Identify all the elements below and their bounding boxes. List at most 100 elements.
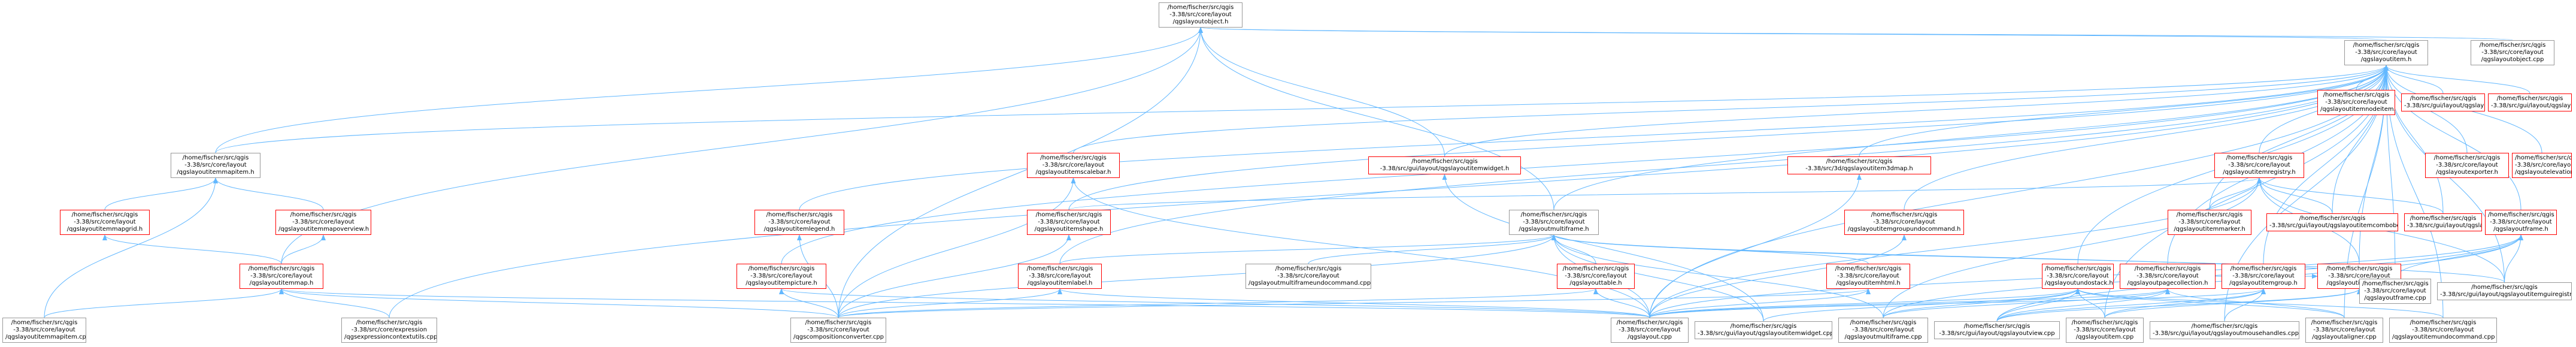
dependency-edge (2075, 288, 2345, 318)
node-line: -3.38/src/gui/layout/qgslayoutnewitempro… (2491, 102, 2571, 109)
node-line: -3.38/src/core/layout (1038, 219, 1100, 225)
node-line: /qgslayoutitemmap.h (249, 280, 314, 286)
node-line: /qgslayoutitemmapitem.h (177, 169, 254, 176)
node-qgslayoutitemregistry-h[interactable]: /home/fischer/src/qgis-3.38/src/core/lay… (2214, 153, 2304, 178)
dependency-edge (2504, 234, 2523, 283)
dependency-edge (1551, 234, 1764, 322)
node-line: /home/fischer/src/qgis (1040, 155, 1107, 161)
node-qgslayoutnewitempropertiesdialog-h[interactable]: /home/fischer/src/qgis-3.38/src/gui/layo… (2488, 93, 2572, 111)
dependency-edge (1996, 288, 2170, 322)
node-qgslayoutpagecollection-h[interactable]: /home/fischer/src/qgis-3.38/src/core/lay… (2120, 264, 2216, 289)
node-qgslayoutitemguiregistry-cpp[interactable]: /home/fischer/src/qgis-3.38/src/gui/layo… (2437, 282, 2572, 300)
dependency-edge (279, 288, 839, 318)
node-line: /home/fischer/src/qgis (2433, 155, 2501, 161)
node-line: -3.38/src/core/layout (1523, 219, 1585, 225)
node-line: /home/fischer/src/qgis (2496, 95, 2563, 102)
node-qgslayoutmultiframeundocommand-cpp[interactable]: /home/fischer/src/qgis-3.38/src/core/lay… (1245, 264, 1371, 289)
node-qgscompositionconverter-cpp[interactable]: /home/fischer/src/qgis-3.38/src/core/lay… (790, 318, 886, 343)
node-qgslayoutitemscalebar-h[interactable]: /home/fischer/src/qgis-3.38/src/core/lay… (1027, 153, 1120, 178)
dependency-edge (281, 234, 326, 264)
node-qgslayoutitemnodeitem-h[interactable]: /home/fischer/src/qgis-3.38/src/core/lay… (2317, 90, 2395, 115)
node-line: /qgslayoutframe.cpp (2364, 295, 2426, 301)
node-line: /qgslayout.cpp (1628, 334, 1672, 340)
node-qgslayoutitemgroup-h[interactable]: /home/fischer/src/qgis-3.38/src/core/lay… (2222, 264, 2305, 289)
node-qgslayoutexporter-h[interactable]: /home/fischer/src/qgis-3.38/src/core/lay… (2425, 153, 2509, 178)
node-qgslayoutitemshape-h[interactable]: /home/fischer/src/qgis-3.38/src/core/lay… (1027, 210, 1111, 235)
node-qgslayoutitem-h[interactable]: /home/fischer/src/qgis-3.38/src/core/lay… (2344, 40, 2428, 65)
node-qgslayoutobject-cpp[interactable]: /home/fischer/src/qgis-3.38/src/core/lay… (2471, 40, 2554, 65)
node-qgslayoutaligner-cpp[interactable]: /home/fischer/src/qgis-3.38/src/core/lay… (2305, 318, 2383, 343)
node-qgslayoutitemwidget-cpp[interactable]: /home/fischer/src/qgis-3.38/src/gui/layo… (1695, 321, 1832, 339)
node-line: -3.38/src/core/layout (2136, 273, 2199, 279)
node-qgslayoutitemlabel-h[interactable]: /home/fischer/src/qgis-3.38/src/core/lay… (1018, 264, 1102, 289)
dependency-edge (1073, 65, 2389, 153)
node-qgslayoutmultiframe-h[interactable]: /home/fischer/src/qgis-3.38/src/core/lay… (1509, 210, 1599, 235)
node-line: /qgslayoutmultiframeundocommand.cpp (1248, 280, 1371, 286)
node-line: /qgslayoutframe.h (2493, 226, 2548, 233)
dependency-edge (2384, 65, 2444, 94)
node-qgslayoutframe-cpp[interactable]: /home/fischer/src/qgis-3.38/src/core/lay… (2359, 279, 2431, 304)
node-qgslayoutundostack-h[interactable]: /home/fischer/src/qgis-3.38/src/core/lay… (2042, 264, 2114, 289)
node-qgslayoutframe-h[interactable]: /home/fischer/src/qgis-3.38/src/core/lay… (2485, 210, 2557, 235)
node-line: /qgslayoutitemscalebar.h (1035, 169, 1111, 176)
node-line: -3.38/src/gui/layout/qgslayoutmousehandl… (2153, 330, 2299, 337)
dependency-edge (1199, 27, 2387, 41)
node-qgslayoutitemundocommand-cpp[interactable]: /home/fischer/src/qgis-3.38/src/core/lay… (2389, 318, 2497, 343)
node-qgslayoutobject-h[interactable]: /home/fischer/src/qgis-3.38/src/core/lay… (1159, 2, 1242, 28)
node-line: /qgslayoutobject.cpp (2481, 56, 2544, 63)
node-qgslayoutelevationprofile-h[interactable]: /home/fischer/src/qgis-3.38/src/core/lay… (2512, 153, 2572, 178)
node-qgslayoutitemguiregistry-h[interactable]: /home/fischer/src/qgis-3.38/src/gui/layo… (2404, 213, 2482, 231)
node-line: -3.38/src/core/layout (807, 327, 869, 333)
dependency-edge (2104, 288, 2362, 318)
node-qgslayoutitem-cpp[interactable]: /home/fischer/src/qgis-3.38/src/core/lay… (2066, 318, 2144, 343)
node-line: /home/fischer/src/qgis (1562, 265, 1629, 272)
node-line: /qgslayoutitem.h (2360, 56, 2412, 63)
dependency-edge (838, 234, 1071, 318)
node-line: /home/fischer/src/qgis (182, 155, 249, 161)
node-line: /qgslayoutitemgroupundocommand.h (1847, 226, 1961, 233)
node-qgslayoutitem3dmap-h[interactable]: /home/fischer/src/qgis-3.38/src/3d/qgsla… (1787, 156, 1931, 174)
node-line: -3.38/src/core/layout (2355, 49, 2417, 56)
node-line: -3.38/src/core/layout (2178, 219, 2241, 225)
node-line: /home/fischer/src/qgis (2299, 215, 2366, 222)
node-line: -3.38/src/core/layout (2481, 49, 2544, 56)
dependency-edge (2384, 65, 2522, 210)
node-qgslayoutitemmapgrid-h[interactable]: /home/fischer/src/qgis-3.38/src/core/lay… (60, 210, 150, 235)
node-qgslayout-cpp[interactable]: /home/fischer/src/qgis-3.38/src/core/lay… (1611, 318, 1689, 343)
node-line: /qgslayoutelevationprofile.h (2515, 169, 2571, 176)
node-line: /qgslayoutmultiframe.h (1519, 226, 1589, 233)
node-line: /qgslayoutitemmarker.h (2174, 226, 2245, 233)
dependency-edge (1199, 27, 2513, 41)
node-qgslayoutview-cpp[interactable]: /home/fischer/src/qgis-3.38/src/gui/layo… (1934, 321, 2060, 339)
node-qgslayouttable-h[interactable]: /home/fischer/src/qgis-3.38/src/core/lay… (1557, 264, 1635, 289)
node-line: /home/fischer/src/qgis (1850, 319, 1917, 326)
node-qgslayoutitemmapitem-cpp[interactable]: /home/fischer/src/qgis-3.38/src/core/lay… (2, 318, 86, 343)
node-qgslayoutaddpagesdialog-h[interactable]: /home/fischer/src/qgis-3.38/src/gui/layo… (2401, 93, 2485, 111)
node-line: -3.38/src/core/layout (292, 219, 354, 225)
node-qgslayoutitemmapoverview-h[interactable]: /home/fischer/src/qgis-3.38/src/core/lay… (275, 210, 371, 235)
dependency-edge (1859, 65, 2389, 157)
dependency-edge (1996, 288, 2362, 322)
node-qgslayoutitemcombobox-h[interactable]: /home/fischer/src/qgis-3.38/src/gui/layo… (2266, 213, 2398, 231)
node-line: /home/fischer/src/qgis (1871, 212, 1938, 218)
node-line: /home/fischer/src/qgis (2479, 42, 2546, 49)
node-line: /home/fischer/src/qgis (2226, 155, 2293, 161)
node-line: /qgscompositionconverter.cpp (793, 334, 884, 340)
node-qgslayoutitemwidget-h[interactable]: /home/fischer/src/qgis-3.38/src/gui/layo… (1368, 156, 1521, 174)
node-qgslayoutitemlegend-h[interactable]: /home/fischer/src/qgis-3.38/src/core/lay… (754, 210, 844, 235)
dependency-edge (1551, 234, 1884, 318)
node-line: /qgslayoutitemmapgrid.h (66, 226, 143, 233)
node-qgslayoutitemmarker-h[interactable]: /home/fischer/src/qgis-3.38/src/core/lay… (2168, 210, 2251, 235)
node-qgslayoutitemgroupundocommand-h[interactable]: /home/fischer/src/qgis-3.38/src/core/lay… (1844, 210, 1964, 235)
node-qgslayoutmultiframe-cpp[interactable]: /home/fischer/src/qgis-3.38/src/core/lay… (1838, 318, 1928, 343)
dependency-edge (1442, 174, 1764, 322)
node-qgslayoutmousehandles-cpp[interactable]: /home/fischer/src/qgis-3.38/src/gui/layo… (2150, 321, 2299, 339)
dependency-edge (1649, 174, 1862, 318)
node-qgslayoutitempicture-h[interactable]: /home/fischer/src/qgis-3.38/src/core/lay… (737, 264, 826, 289)
node-qgslayoutitemmap-h[interactable]: /home/fischer/src/qgis-3.38/src/core/lay… (240, 264, 323, 289)
node-line: -3.38/src/core/expression (351, 327, 428, 333)
node-qgslayoutitemhtml-h[interactable]: /home/fischer/src/qgis-3.38/src/core/lay… (1826, 264, 1910, 289)
node-qgslayoutitemmapitem-h[interactable]: /home/fischer/src/qgis-3.38/src/core/lay… (171, 153, 260, 178)
node-line: -3.38/src/core/layout (1565, 273, 1627, 279)
node-qgsexpressioncontextutils-cpp[interactable]: /home/fischer/src/qgis-3.38/src/core/exp… (341, 318, 437, 343)
